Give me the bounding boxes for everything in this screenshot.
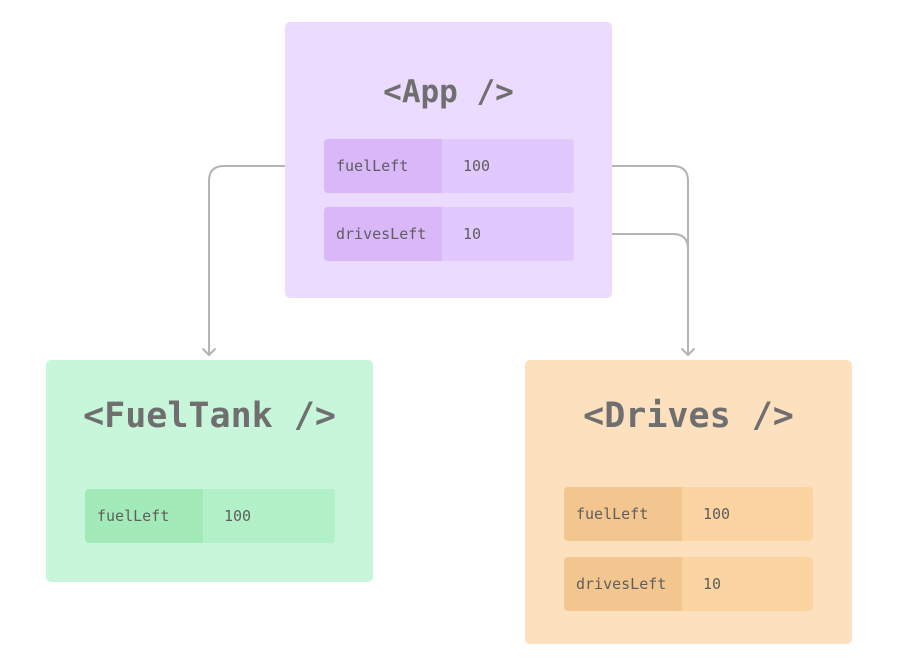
app-state-row-fuelleft: fuelLeft 100 [324, 139, 574, 193]
app-component-box: <App /> fuelLeft 100 drivesLeft 10 [285, 22, 612, 298]
state-key: fuelLeft [324, 139, 442, 193]
arrowhead-drives [681, 348, 695, 356]
fueltank-component-title: <FuelTank /> [83, 396, 336, 436]
prop-value: 10 [703, 575, 722, 593]
prop-key: fuelLeft [564, 487, 682, 541]
prop-value: 100 [703, 505, 731, 523]
app-state-row-drivesleft: drivesLeft 10 [324, 207, 574, 261]
app-component-title: <App /> [383, 74, 514, 110]
drives-prop-row-drivesleft: drivesLeft 10 [564, 557, 813, 611]
state-value: 10 [463, 225, 482, 243]
fueltank-component-box: <FuelTank /> fuelLeft 100 [46, 360, 373, 582]
prop-key: drivesLeft [564, 557, 682, 611]
drives-component-title: <Drives /> [583, 396, 794, 436]
state-key: drivesLeft [324, 207, 442, 261]
state-value: 100 [463, 157, 491, 175]
drives-prop-row-fuelleft: fuelLeft 100 [564, 487, 813, 541]
arrowhead-fueltank [202, 348, 216, 356]
fueltank-prop-row-fuelleft: fuelLeft 100 [85, 489, 335, 543]
prop-key: fuelLeft [85, 489, 203, 543]
prop-value: 100 [224, 507, 252, 525]
drives-component-box: <Drives /> fuelLeft 100 drivesLeft 10 [525, 360, 852, 644]
